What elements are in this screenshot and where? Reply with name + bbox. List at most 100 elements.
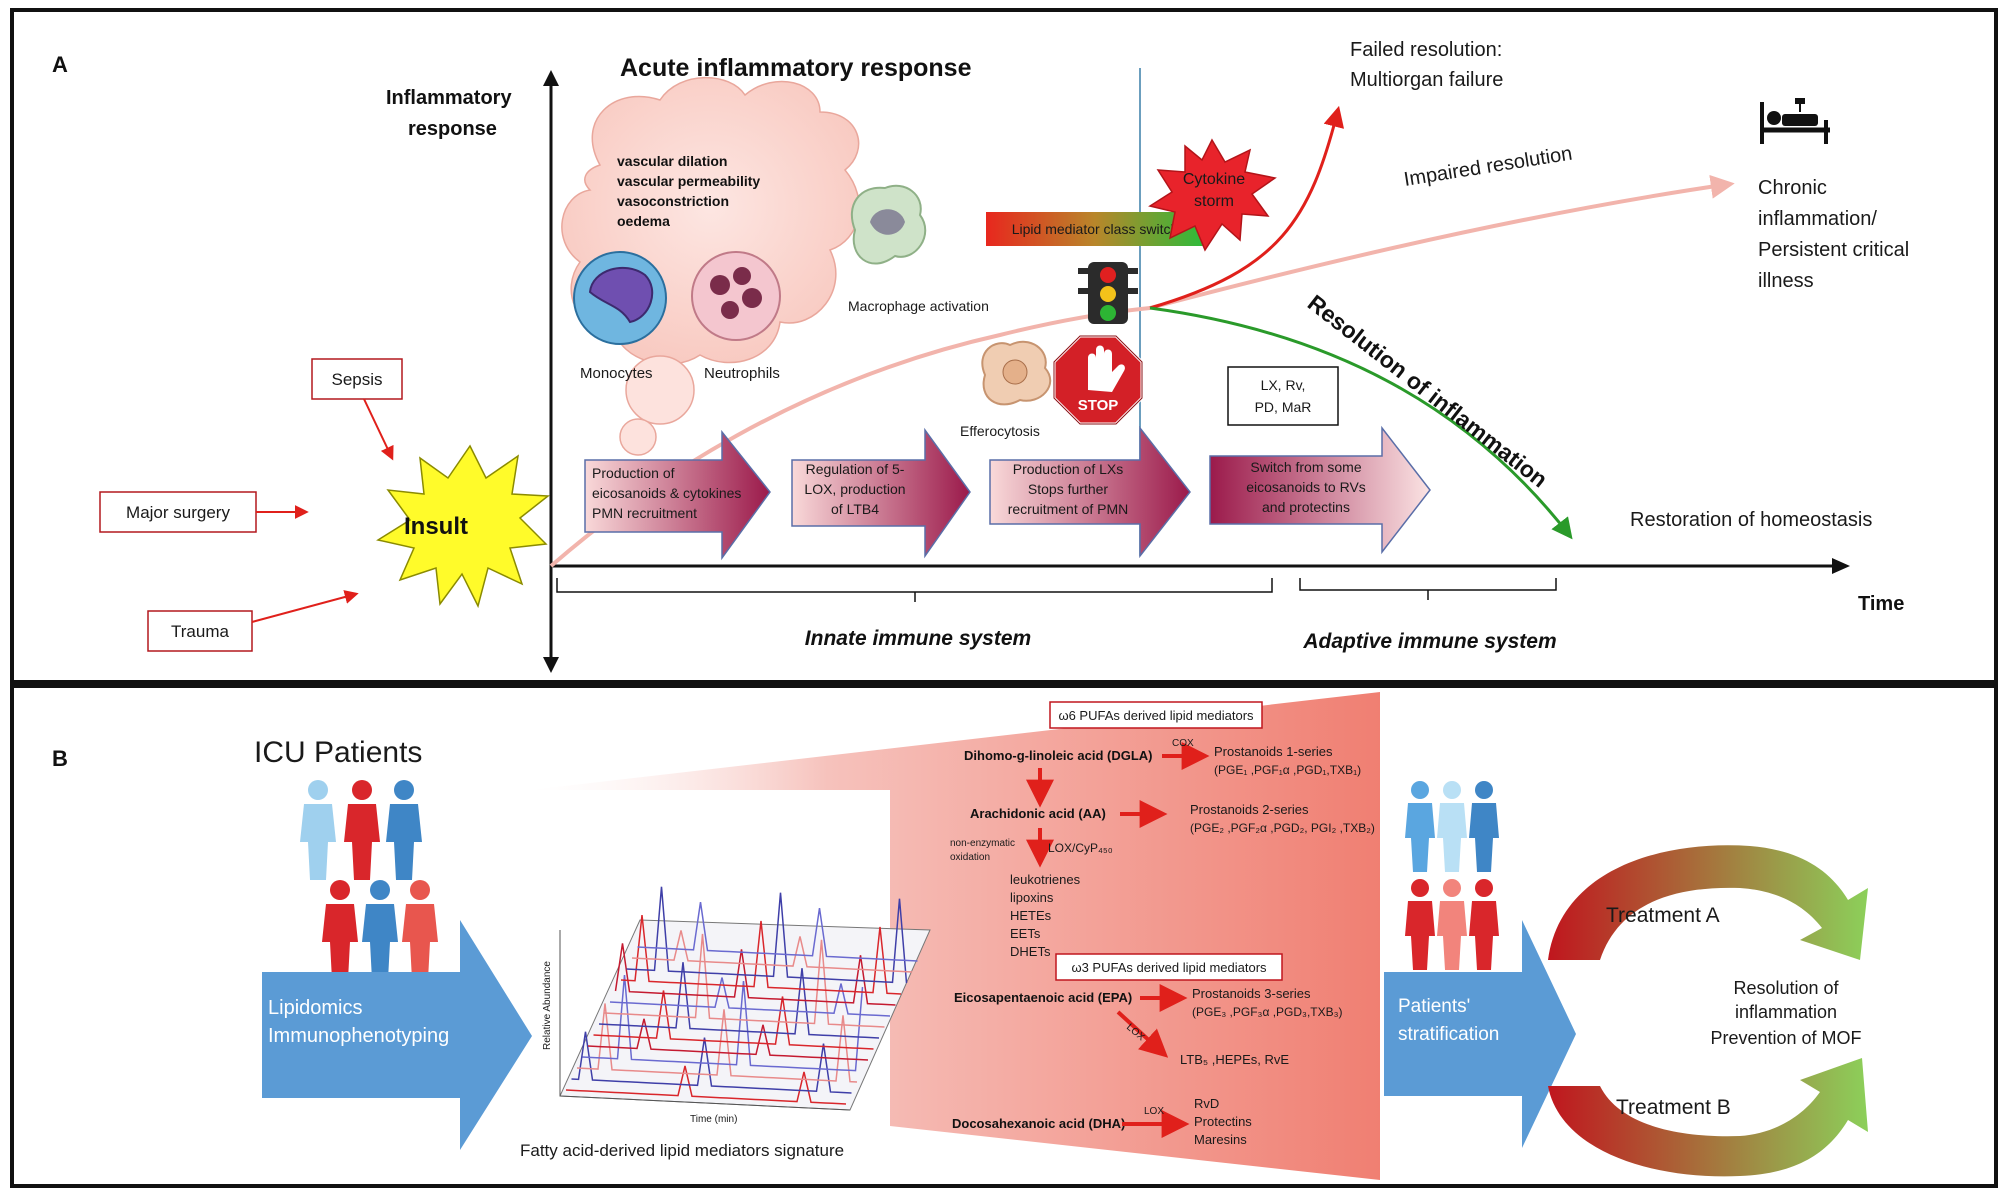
innate-label: Innate immune system [805, 627, 1031, 650]
treatment-b-arrow [1548, 1058, 1868, 1177]
dha-label: Docosahexanoic acid (DHA) [952, 1116, 1125, 1131]
neutrophil-icon [691, 251, 781, 341]
epa-products: LTB₅ ,HEPEs, RvE [1180, 1052, 1289, 1067]
person-icon [322, 880, 358, 980]
person-icon [1405, 781, 1435, 872]
mediators-box [1227, 366, 1339, 426]
chronic-line3: Persistent critical [1758, 239, 1909, 261]
chromatogram-trace [571, 1031, 852, 1094]
lipidomics-line2: Immunophenotyping [268, 1025, 449, 1047]
outcome-line2: inflammation [1735, 1002, 1837, 1022]
mediators-line2: PD, MaR [1255, 399, 1312, 415]
acute-response-title: Acute inflammatory response [620, 54, 972, 82]
chronic-line4: illness [1758, 270, 1814, 292]
chromatogram-z-label: Relative Abundance [542, 961, 553, 1050]
lipidomics-line1: Lipidomics [268, 997, 362, 1019]
arrow-3-line3: recruitment of PMN [1008, 501, 1129, 517]
aa-product-4: EETs [1010, 926, 1041, 941]
arrow-1-line3: PMN recruitment [592, 505, 697, 521]
y-axis-label-line1: Inflammatory [386, 87, 512, 109]
icu-patients-title: ICU Patients [254, 736, 422, 769]
prost2-sub: (PGE₂ ,PGF₂α ,PGD₂, PGI₂ ,TXB₂) [1190, 821, 1375, 835]
chromatogram-x-label: Time (min) [690, 1114, 737, 1125]
chromatogram-trace [637, 902, 918, 962]
signature-caption: Fatty acid-derived lipid mediators signa… [520, 1141, 844, 1160]
cytokine-storm-star [1148, 138, 1277, 252]
dha-product-3: Maresins [1194, 1132, 1247, 1147]
chromatogram-trace [565, 1065, 847, 1105]
mediators-line1: LX, Rv, [1261, 377, 1306, 393]
arrow-4-line1: Switch from some [1250, 459, 1361, 475]
cloud-line-2: vascular permeability [617, 173, 760, 189]
chromatogram-trace [576, 1003, 858, 1083]
aa-product-1: leukotrienes [1010, 872, 1081, 887]
prost1-label: Prostanoids 1-series [1214, 744, 1333, 759]
aa-label: Arachidonic acid (AA) [970, 806, 1106, 821]
arrow-3-line2: Stops further [1028, 481, 1108, 497]
cloud-line-4: oedema [617, 213, 670, 229]
sepsis-label: Sepsis [331, 370, 382, 389]
macrophage-icon [850, 184, 927, 265]
innate-brace [556, 578, 1273, 602]
monocyte-icon [573, 251, 667, 345]
process-arrow-4 [1209, 425, 1431, 555]
w6-header: ω6 PUFAs derived lipid mediators [1058, 708, 1254, 723]
neutrophils-label: Neutrophils [704, 365, 780, 382]
adaptive-brace [1299, 578, 1557, 600]
epa-label: Eicosapentaenoic acid (EPA) [954, 990, 1132, 1005]
chromatogram-trace [609, 977, 891, 1017]
class-switch-label: Lipid mediator class switch [1012, 221, 1179, 237]
person-icon [300, 780, 336, 880]
failed-resolution-line1: Failed resolution: [1350, 39, 1502, 61]
epa-lox-arrow [1116, 1010, 1169, 1058]
person-icon [386, 780, 422, 880]
stratification-line1: Patients' [1398, 996, 1470, 1017]
dha-lox-label: LOX [1144, 1106, 1164, 1117]
y-axis-arrowhead-top [543, 70, 559, 86]
person-icon [362, 880, 398, 980]
chronic-line2: inflammation/ [1758, 208, 1877, 230]
macrophage-label: Macrophage activation [848, 298, 989, 314]
aa-product-5: DHETs [1010, 944, 1051, 959]
arrow-4-line3: and protectins [1262, 499, 1350, 515]
process-arrow-3 [989, 425, 1191, 559]
cloud-line-1: vascular dilation [617, 153, 727, 169]
stratification-arrow [1384, 920, 1576, 1148]
failed-resolution-arrow [1149, 105, 1345, 310]
cloud-line-3: vasoconstriction [617, 193, 729, 209]
y-axis-arrowhead-bottom [543, 657, 559, 673]
failed-resolution-line2: Multiorgan failure [1350, 69, 1503, 91]
class-switch-bar [986, 212, 1204, 246]
dgla-label: Dihomo-g-linoleic acid (DGLA) [964, 748, 1153, 763]
prost3-label: Prostanoids 3-series [1192, 986, 1311, 1001]
person-icon [344, 780, 380, 880]
person-icon [1437, 879, 1467, 970]
arrow-1-line2: eicosanoids & cytokines [592, 485, 741, 501]
dha-product-2: Protectins [1194, 1114, 1252, 1129]
chromatogram-trace [631, 930, 913, 973]
major-surgery-label: Major surgery [126, 503, 230, 522]
patients-group-right [1405, 781, 1499, 970]
x-axis-arrowhead [1832, 558, 1850, 574]
arrow-2-line3: of LTB4 [831, 501, 879, 517]
y-axis-label-line2: response [408, 118, 497, 140]
adaptive-label: Adaptive immune system [1302, 630, 1556, 653]
treatment-a-arrow [1548, 845, 1868, 960]
outcome-line1: Resolution of [1733, 978, 1839, 998]
resolution-arrow [1149, 306, 1573, 540]
chromatogram-trace [604, 933, 885, 1028]
nonenzymatic-line2: oxidation [950, 852, 990, 863]
trauma-box [147, 610, 253, 652]
efferocytosis-label: Efferocytosis [960, 423, 1040, 439]
patients-group-left [300, 780, 438, 980]
person-icon [1437, 781, 1467, 872]
chromatogram-trace [582, 975, 864, 1072]
treatment-b-label: Treatment B [1616, 1096, 1731, 1119]
aa-product-2: lipoxins [1010, 890, 1054, 905]
insult-star [376, 444, 551, 609]
sepsis-arrow [363, 398, 394, 461]
person-icon [1469, 781, 1499, 872]
person-icon [1405, 879, 1435, 970]
person-icon [1469, 879, 1499, 970]
